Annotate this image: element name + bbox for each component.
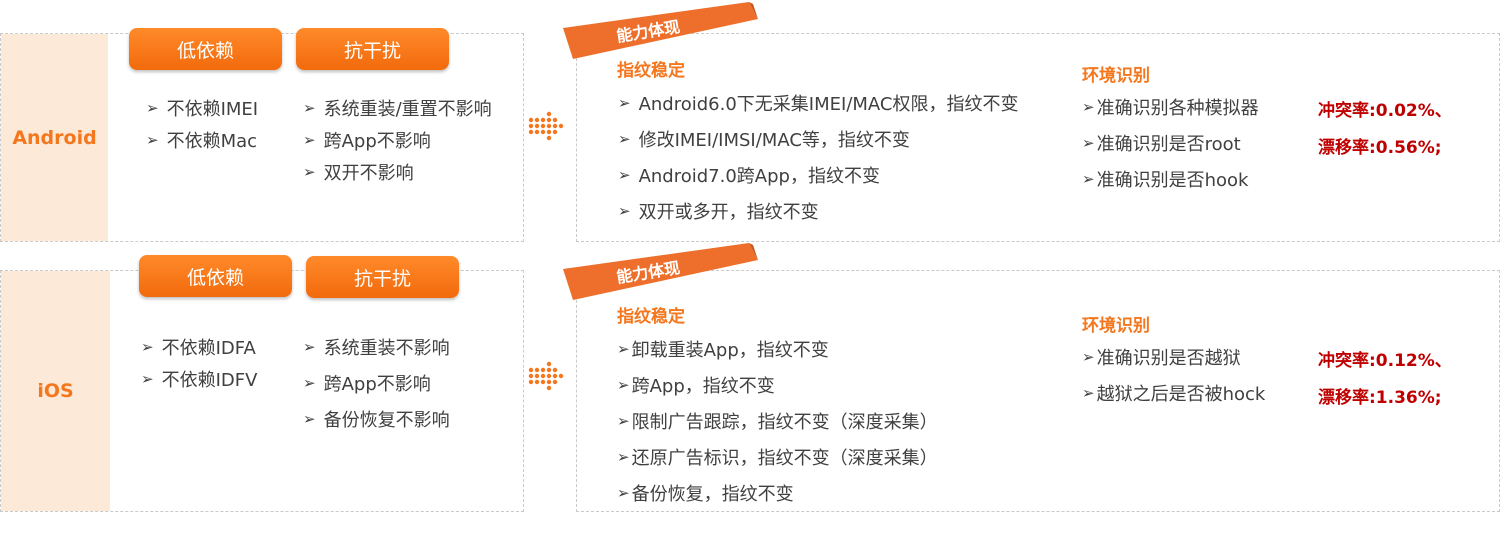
arrow-bullet-icon: ➢ xyxy=(303,410,316,428)
arrow-bullet-icon: ➢ xyxy=(617,448,630,466)
list-item: ➢准确识别是否越狱 xyxy=(1082,348,1241,369)
android-anti-interference-list: ➢系统重装/重置不影响 ➢跨App不影响 ➢双开不影响 xyxy=(303,92,492,188)
android-anti-interference-pill: 抗干扰 xyxy=(296,28,449,70)
list-item: ➢跨App不影响 xyxy=(303,374,431,395)
arrow-bullet-icon: ➢ xyxy=(303,163,316,181)
list-item: ➢不依赖IDFA xyxy=(141,338,256,359)
list-item: ➢修改IMEI/IMSI/MAC等，指纹不变 xyxy=(618,130,910,151)
list-item: ➢Android6.0下无采集IMEI/MAC权限，指纹不变 xyxy=(618,94,1019,115)
list-item: ➢系统重装/重置不影响 xyxy=(303,99,492,120)
ios-anti-interference-list: ➢系统重装不影响 ➢跨App不影响 ➢备份恢复不影响 xyxy=(303,329,450,437)
ios-anti-interference-pill: 抗干扰 xyxy=(306,256,459,298)
list-item: ➢系统重装不影响 xyxy=(303,338,450,359)
android-low-dependency-list: ➢不依赖IMEI ➢不依赖Mac xyxy=(146,92,258,156)
ios-fingerprint-title: 指纹稳定 xyxy=(617,307,685,327)
arrow-bullet-icon: ➢ xyxy=(1082,384,1095,402)
arrow-bullet-icon: ➢ xyxy=(1082,170,1095,188)
android-env-list: ➢准确识别各种模拟器 ➢准确识别是否root ➢准确识别是否hook xyxy=(1082,89,1259,197)
list-item: ➢备份恢复，指纹不变 xyxy=(617,484,794,505)
ios-capability-ribbon: 能力体现 xyxy=(563,243,763,303)
list-item: ➢准确识别是否hook xyxy=(1082,170,1249,191)
ios-conflict-rate: 冲突率:0.12%、 xyxy=(1318,351,1452,371)
list-item: ➢不依赖IMEI xyxy=(146,99,259,120)
android-conflict-rate: 冲突率:0.02%、 xyxy=(1318,101,1452,121)
android-capability-ribbon: 能力体现 xyxy=(563,2,763,62)
list-item: ➢不依赖Mac xyxy=(146,131,258,152)
android-drift-rate: 漂移率:0.56%; xyxy=(1318,138,1442,158)
list-item: ➢准确识别是否root xyxy=(1082,134,1241,155)
android-low-dependency-pill: 低依赖 xyxy=(129,28,282,70)
android-platform-label: Android xyxy=(1,34,108,241)
ios-env-list: ➢准确识别是否越狱 ➢越狱之后是否被hock xyxy=(1082,339,1265,411)
arrow-bullet-icon: ➢ xyxy=(617,340,630,358)
arrow-bullet-icon: ➢ xyxy=(618,166,631,184)
ios-platform-label: iOS xyxy=(1,271,110,511)
arrow-bullet-icon: ➢ xyxy=(617,376,630,394)
arrow-bullet-icon: ➢ xyxy=(303,338,316,356)
arrow-bullet-icon: ➢ xyxy=(1082,98,1095,116)
ribbon-banner-icon xyxy=(563,243,758,300)
arrow-bullet-icon: ➢ xyxy=(141,370,154,388)
arrow-bullet-icon: ➢ xyxy=(1082,134,1095,152)
ios-env-title: 环境识别 xyxy=(1082,316,1150,336)
list-item: ➢限制广告跟踪，指纹不变（深度采集） xyxy=(617,412,938,433)
arrow-bullet-icon: ➢ xyxy=(617,412,630,430)
android-env-title: 环境识别 xyxy=(1082,66,1150,86)
arrow-bullet-icon: ➢ xyxy=(303,374,316,392)
list-item: ➢备份恢复不影响 xyxy=(303,410,450,431)
list-item: ➢跨App不影响 xyxy=(303,131,431,152)
arrow-bullet-icon: ➢ xyxy=(1082,348,1095,366)
list-item: ➢Android7.0跨App，指纹不变 xyxy=(618,166,880,187)
list-item: ➢还原广告标识，指纹不变（深度采集） xyxy=(617,448,938,469)
list-item: ➢越狱之后是否被hock xyxy=(1082,384,1266,405)
dotted-arrow-icon xyxy=(528,111,564,141)
ios-low-dependency-list: ➢不依赖IDFA ➢不依赖IDFV xyxy=(141,331,257,395)
list-item: ➢卸载重装App，指纹不变 xyxy=(617,340,829,361)
arrow-bullet-icon: ➢ xyxy=(617,484,630,502)
arrow-bullet-icon: ➢ xyxy=(303,99,316,117)
arrow-bullet-icon: ➢ xyxy=(146,99,159,117)
ios-drift-rate: 漂移率:1.36%; xyxy=(1318,388,1442,408)
android-fingerprint-title: 指纹稳定 xyxy=(617,61,685,81)
android-fingerprint-list: ➢Android6.0下无采集IMEI/MAC权限，指纹不变 ➢修改IMEI/I… xyxy=(618,85,1018,229)
list-item: ➢准确识别各种模拟器 xyxy=(1082,98,1259,119)
arrow-bullet-icon: ➢ xyxy=(618,130,631,148)
arrow-bullet-icon: ➢ xyxy=(141,338,154,356)
list-item: ➢双开或多开，指纹不变 xyxy=(618,202,819,223)
list-item: ➢不依赖IDFV xyxy=(141,370,258,391)
arrow-bullet-icon: ➢ xyxy=(146,131,159,149)
arrow-bullet-icon: ➢ xyxy=(303,131,316,149)
arrow-bullet-icon: ➢ xyxy=(618,202,631,220)
ribbon-banner-icon xyxy=(563,2,758,59)
arrow-bullet-icon: ➢ xyxy=(618,94,631,112)
list-item: ➢双开不影响 xyxy=(303,163,414,184)
ios-fingerprint-list: ➢卸载重装App，指纹不变 ➢跨App，指纹不变 ➢限制广告跟踪，指纹不变（深度… xyxy=(617,331,938,511)
ios-low-dependency-pill: 低依赖 xyxy=(139,255,292,297)
list-item: ➢跨App，指纹不变 xyxy=(617,376,775,397)
dotted-arrow-icon xyxy=(528,361,564,391)
